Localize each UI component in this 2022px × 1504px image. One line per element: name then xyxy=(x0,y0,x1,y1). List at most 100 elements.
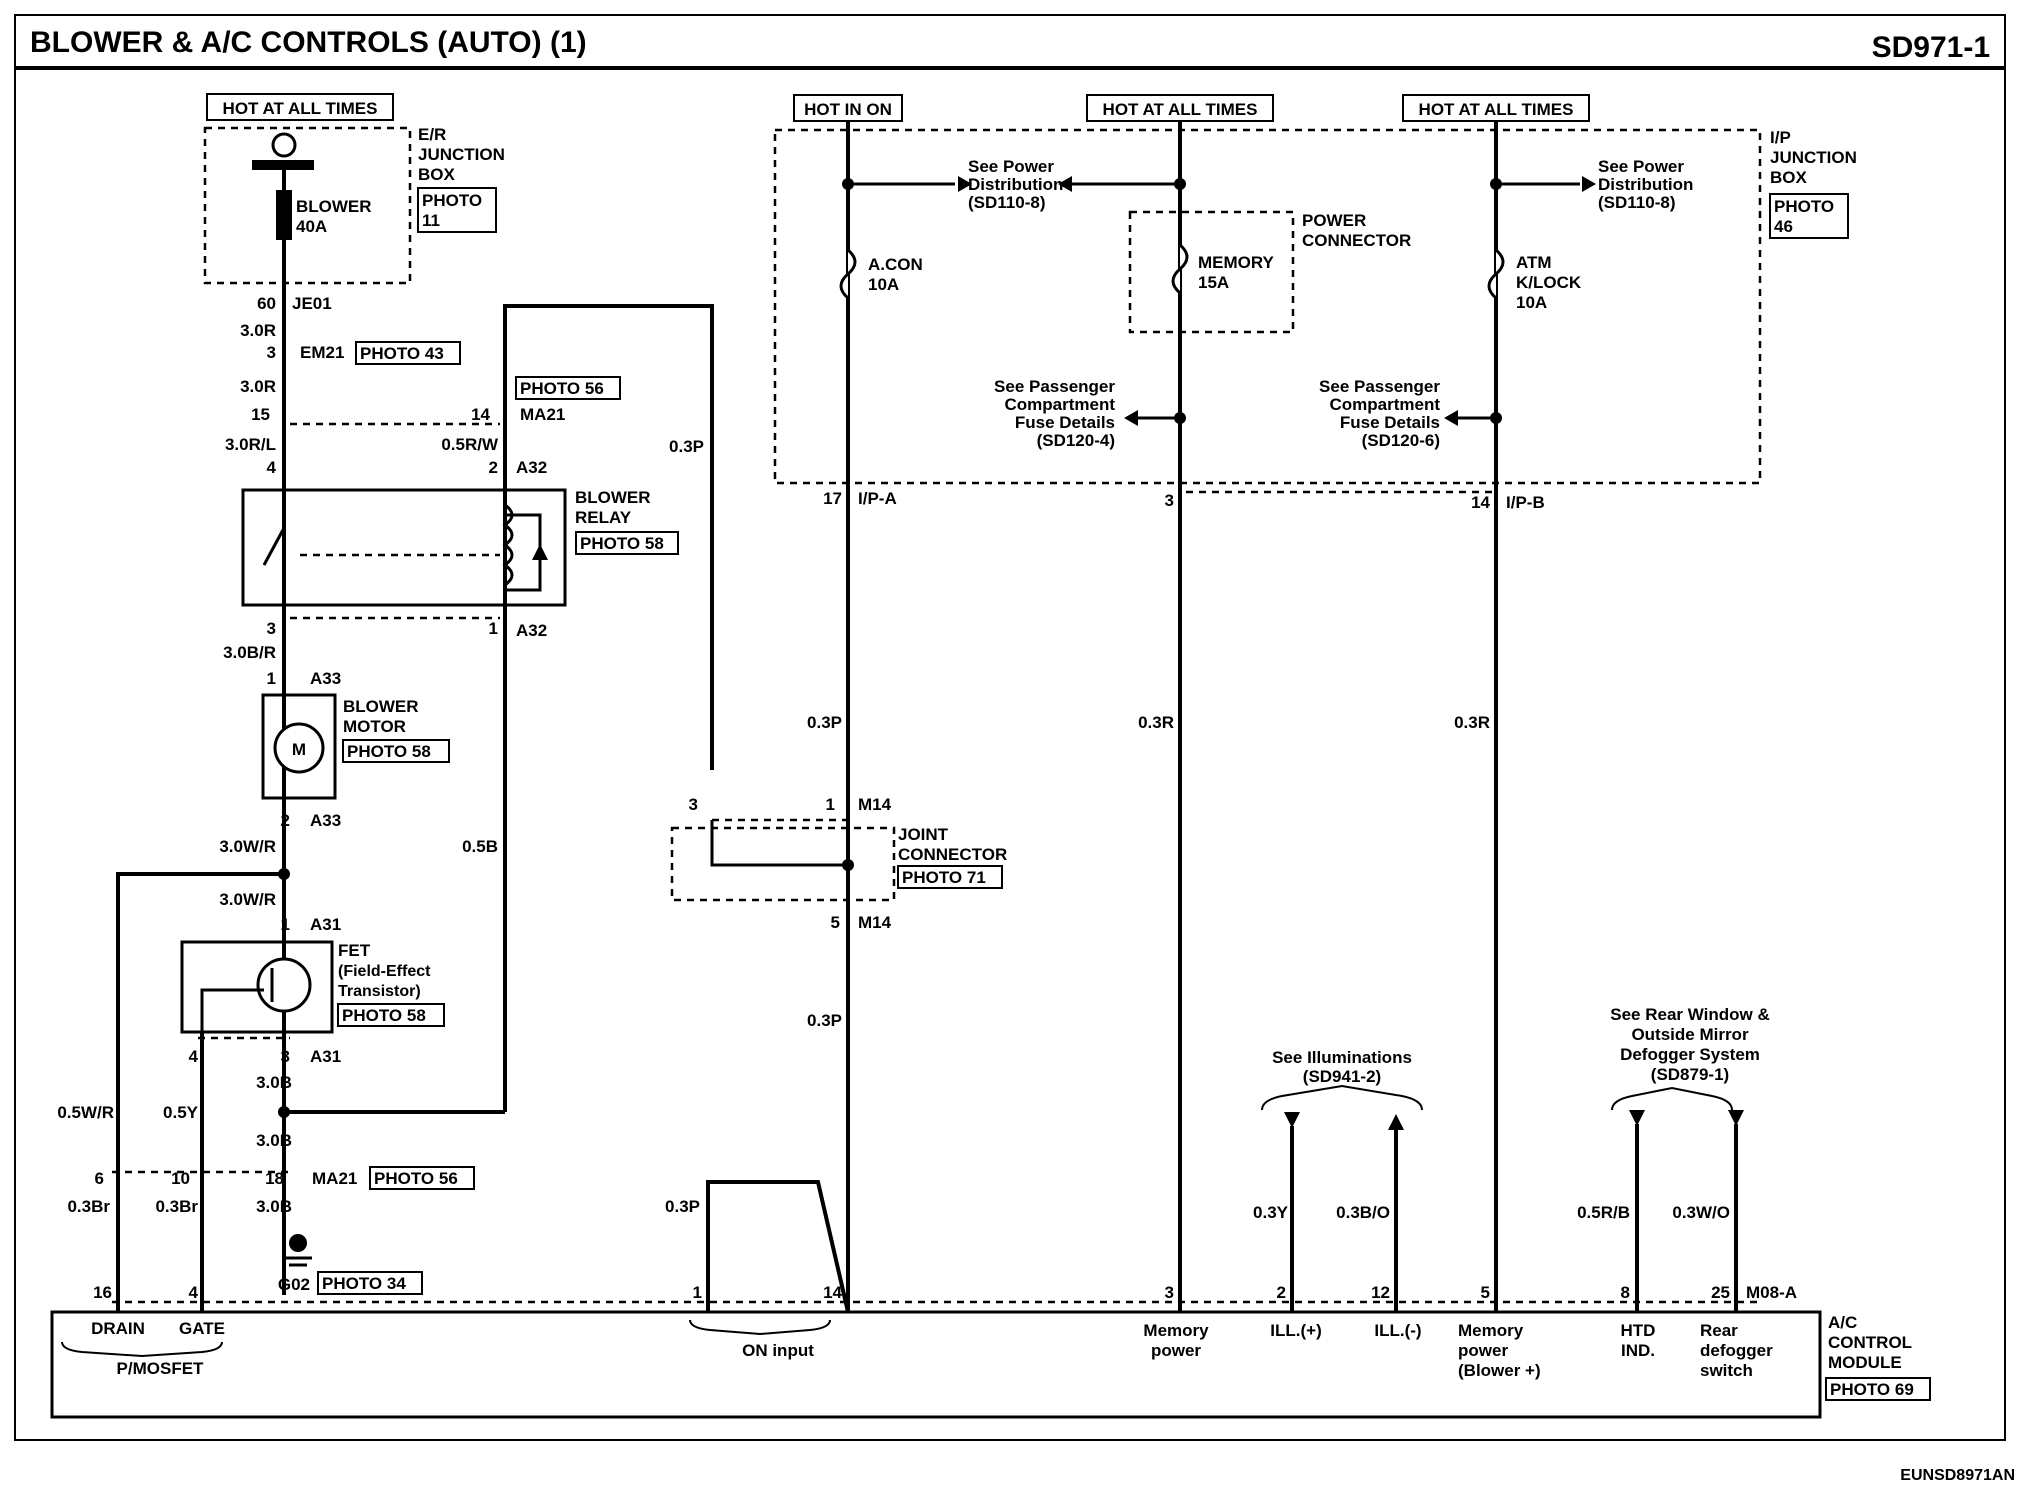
wire-0-3br-b: 0.3Br xyxy=(155,1197,198,1216)
illum-bracket xyxy=(1261,1084,1423,1111)
er-box-photo xyxy=(417,187,497,233)
page-title: BLOWER & A/C CONTROLS (AUTO) (1) xyxy=(30,26,587,59)
hot-label-right-text: HOT AT ALL TIMES xyxy=(1419,100,1574,119)
module-pin-8: 8 xyxy=(1621,1283,1630,1302)
fet-transistor-icon xyxy=(256,957,312,1013)
module-name-3: MODULE xyxy=(1828,1353,1902,1372)
a33-label-top: A33 xyxy=(310,669,341,688)
module-memory-power-2: power xyxy=(1151,1341,1201,1360)
wire-0-5wr: 0.5W/R xyxy=(57,1103,114,1122)
blower-motor-name-2: MOTOR xyxy=(343,717,406,736)
a31-pin-4: 4 xyxy=(189,1047,199,1066)
module-pin-14: 14 xyxy=(823,1283,842,1302)
fuse-atm-name-2: K/LOCK xyxy=(1516,273,1582,292)
joint-connector-photo: PHOTO 71 xyxy=(902,868,986,887)
fet-name-3: Transistor) xyxy=(338,983,421,1000)
g02-photo-box xyxy=(317,1271,423,1295)
a31-pin-1: 1 xyxy=(281,915,290,934)
module-pin-16: 16 xyxy=(93,1283,112,1302)
hot-label-left-text: HOT AT ALL TIMES xyxy=(223,99,378,118)
rear-def-arrow-icon xyxy=(1728,1110,1744,1126)
on-input-bracket xyxy=(689,1319,831,1336)
blower-relay-photo: PHOTO 58 xyxy=(580,534,664,553)
fet-photo: PHOTO 58 xyxy=(342,1006,426,1025)
module-htd-2: IND. xyxy=(1621,1341,1655,1360)
blower-relay-box xyxy=(241,488,567,607)
pd-right-1: See Power xyxy=(1598,157,1684,176)
rear-window-bracket xyxy=(1611,1086,1733,1111)
joint-connector-bus xyxy=(710,820,848,867)
wire-3-0rl: 3.0R/L xyxy=(225,435,276,454)
ip-junction-box xyxy=(773,128,1762,485)
blower-relay-name-2: RELAY xyxy=(575,508,632,527)
blower-motor-box xyxy=(261,693,337,800)
pd-left-3: (SD110-8) xyxy=(968,193,1045,212)
fet-name-1: FET xyxy=(338,941,371,960)
pass-right-1: See Passenger xyxy=(1319,377,1440,396)
ip-box-photo-2: 46 xyxy=(1774,217,1793,236)
module-htd-1: HTD xyxy=(1621,1321,1656,1340)
arrow-right-icon-2 xyxy=(1582,176,1596,192)
wire-3-0wr-a: 3.0W/R xyxy=(219,837,276,856)
m14-label-top: M14 xyxy=(858,795,892,814)
blower-fuse-icon xyxy=(276,190,292,240)
module-pin-2: 2 xyxy=(1277,1283,1286,1302)
m14-pin-3: 3 xyxy=(689,795,698,814)
rear-window-ref-4: (SD879-1) xyxy=(1651,1065,1729,1084)
ma21-label: MA21 xyxy=(520,405,565,424)
pd-right-3: (SD110-8) xyxy=(1598,193,1675,212)
power-connector-box xyxy=(1128,210,1295,334)
hot-in-on-label xyxy=(793,94,903,122)
wire-0-3r-b: 0.3R xyxy=(1454,713,1490,732)
ip-box-title-1: I/P xyxy=(1770,128,1791,147)
wire-3-0r-a: 3.0R xyxy=(240,321,276,340)
module-pin-5: 5 xyxy=(1481,1283,1490,1302)
footer-code: EUNSD8971AN xyxy=(1900,1467,2015,1484)
pass-left-4: (SD120-4) xyxy=(1037,431,1115,450)
er-box-photo-1: PHOTO xyxy=(422,191,482,210)
ip-box-title-3: BOX xyxy=(1770,168,1808,187)
module-name-1: A/C xyxy=(1828,1313,1857,1332)
arrow-left-icon xyxy=(1058,176,1072,192)
wire-drain xyxy=(116,872,284,1312)
relay-diode-icon xyxy=(532,544,548,560)
m14-pin-1: 1 xyxy=(826,795,835,814)
fet-gate-lead xyxy=(200,988,264,1032)
a31-label-bottom: A31 xyxy=(310,1047,341,1066)
er-junction-box xyxy=(203,126,412,285)
wire-0-3br-a: 0.3Br xyxy=(67,1197,110,1216)
ma21-photo: PHOTO 56 xyxy=(520,379,604,398)
module-memory-blower-1: Memory xyxy=(1458,1321,1524,1340)
ill-plus-arrow-icon xyxy=(1284,1112,1300,1128)
wire-0-3p-a: 0.3P xyxy=(669,437,704,456)
ma21b-photo-box xyxy=(369,1166,475,1190)
em21-label: EM21 xyxy=(300,343,344,362)
pmosfet-bracket xyxy=(61,1341,223,1358)
junction-dot xyxy=(278,868,290,880)
module-photo-box xyxy=(1825,1377,1931,1401)
a32-label-bottom: A32 xyxy=(516,621,547,640)
ill-minus-arrow-icon xyxy=(1388,1114,1404,1130)
ground-icon xyxy=(289,1234,307,1252)
arrow-left-icon-2 xyxy=(1124,410,1138,426)
blower-fuse-name: BLOWER xyxy=(296,197,372,216)
er-box-title-1: E/R xyxy=(418,125,446,144)
power-connector-1: POWER xyxy=(1302,211,1366,230)
blower-relay-name-1: BLOWER xyxy=(575,488,651,507)
ipb-pin: 14 xyxy=(1471,493,1490,512)
page-code: SD971-1 xyxy=(1872,31,1990,64)
g02-photo: PHOTO 34 xyxy=(322,1274,406,1293)
module-rear-def-2: defogger xyxy=(1700,1341,1773,1360)
er-box-title-3: BOX xyxy=(418,165,456,184)
fuse-acon-rating: 10A xyxy=(868,275,899,294)
je01-label: JE01 xyxy=(292,294,332,313)
junction-dot-ground xyxy=(278,1106,290,1118)
wire-0-5rw-loop xyxy=(503,304,714,1112)
wire-3-0b-b: 3.0B xyxy=(256,1131,292,1150)
fuse-atm-name-1: ATM xyxy=(1516,253,1552,272)
rear-window-ref-3: Defogger System xyxy=(1620,1045,1760,1064)
hot-label-mid-text: HOT AT ALL TIMES xyxy=(1103,100,1258,119)
blower-motor-name-1: BLOWER xyxy=(343,697,419,716)
a31-label-top: A31 xyxy=(310,915,341,934)
